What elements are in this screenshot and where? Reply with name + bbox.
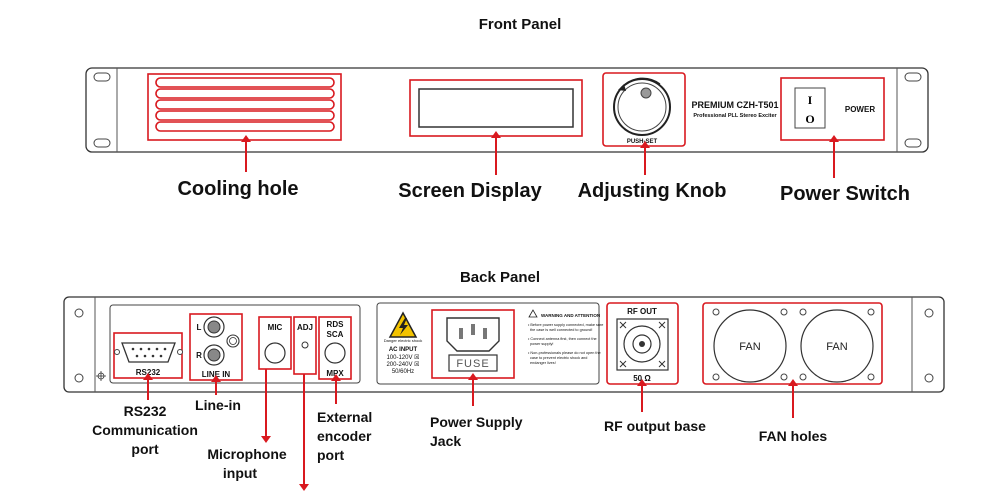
- sca-label: SCA: [327, 330, 344, 339]
- back-panel-title: Back Panel: [460, 269, 540, 286]
- fuse-holder: [448, 354, 498, 372]
- mic-highlight: [258, 316, 292, 370]
- warning-line: case to prevent electric shock and: [530, 356, 587, 360]
- power-supply-jack: FUSE: [431, 309, 515, 379]
- model-subtitle: Professional PLL Stereo Exciter: [693, 113, 777, 119]
- fan-holes: FAN FAN: [702, 302, 883, 385]
- callout-power-switch: Power Switch: [780, 183, 910, 205]
- fuse-label: FUSE: [456, 358, 489, 370]
- warning-line: • Before power supply connected, make su…: [528, 323, 603, 327]
- fan-screw-icon: [712, 308, 720, 316]
- warning-line: the case is well connected to ground!: [530, 328, 592, 332]
- warning-line: • Non-professionals please do not open t…: [528, 351, 601, 355]
- rack-hole-icon: [93, 138, 111, 148]
- callout-fan-holes: FAN holes: [759, 428, 828, 444]
- ac-line2: 200-240V ☒: [386, 361, 419, 368]
- callout-ext-line2: encoder: [317, 428, 372, 444]
- front-callout-arrows: [241, 131, 839, 178]
- knob-indicator-icon: [640, 87, 652, 99]
- fan-screw-icon: [712, 373, 720, 381]
- fan-1: FAN: [712, 308, 788, 383]
- rf-out-label: RF OUT: [627, 307, 657, 316]
- callout-line-in: Line-in: [195, 397, 241, 413]
- knob-label: PUSH-SET: [627, 139, 658, 145]
- callout-psu-line1: Power Supply: [430, 414, 523, 430]
- warning-title: WARNING AND ATTENTION: [541, 313, 600, 318]
- mic-port: MIC: [258, 316, 292, 370]
- rf-impedance-label: 50 Ω: [633, 374, 651, 383]
- front-panel: PUSH-SET PREMIUM CZH-T501 Professional P…: [85, 67, 929, 153]
- fan-screw-icon: [867, 373, 875, 381]
- rs232-port: RS232: [113, 332, 183, 379]
- callout-adjusting-knob: Adjusting Knob: [578, 180, 727, 202]
- fan-screw-icon: [799, 308, 807, 316]
- callout-rs232-line3: port: [131, 441, 159, 457]
- rds-label: RDS: [327, 320, 345, 329]
- power-switch: I O POWER: [780, 77, 885, 141]
- warning-line: endanger lives!: [530, 361, 556, 365]
- ac-line1: 100-120V ☒: [386, 354, 419, 361]
- ground-icon: [96, 371, 106, 381]
- fan-screw-icon: [799, 373, 807, 381]
- back-panel: RS232 L R LINE IN MIC ADJ: [63, 296, 945, 393]
- screw-icon: [924, 373, 934, 383]
- fan-screw-icon: [867, 308, 875, 316]
- rf-output-base: RF OUT 50 Ω: [606, 302, 679, 385]
- switch-off-symbol: O: [805, 112, 814, 126]
- line-in-label: LINE IN: [202, 370, 231, 379]
- danger-label: Danger electric shock: [384, 338, 422, 343]
- ac-freq: 50/60Hz: [392, 369, 414, 375]
- rs232-label: RS232: [136, 368, 161, 377]
- adjusting-knob: PUSH-SET: [602, 72, 686, 147]
- screw-icon: [74, 373, 84, 383]
- fan-2-label: FAN: [826, 341, 847, 353]
- mic-label: MIC: [268, 323, 283, 332]
- callout-mic-line2: input: [223, 465, 258, 481]
- rack-hole-icon: [904, 138, 922, 148]
- callout-ext-line3: port: [317, 447, 345, 463]
- callout-cooling-hole: Cooling hole: [177, 178, 298, 200]
- line-in-l-label: L: [197, 323, 202, 332]
- adj-label: ADJ: [297, 323, 313, 332]
- front-panel-title: Front Panel: [479, 16, 562, 33]
- callout-rs232-line1: RS232: [124, 403, 167, 419]
- callout-psu-line2: Jack: [430, 433, 461, 449]
- screw-icon: [74, 308, 84, 318]
- rack-hole-icon: [93, 72, 111, 82]
- callout-screen-display: Screen Display: [398, 180, 542, 202]
- warning-line: • Connect antenna first, then connect th…: [528, 337, 597, 341]
- back-callout-arrows: [143, 369, 798, 491]
- fan-screw-icon: [780, 308, 788, 316]
- fan-screw-icon: [780, 373, 788, 381]
- callout-ext-line1: External: [317, 409, 372, 425]
- line-in-r-label: R: [196, 351, 202, 360]
- fan-1-label: FAN: [739, 341, 760, 353]
- rack-hole-icon: [904, 72, 922, 82]
- warning-text-block: WARNING AND ATTENTION • Before power sup…: [528, 309, 603, 365]
- ac-input-label: AC INPUT: [389, 347, 418, 353]
- callout-rs232-line2: Communication: [92, 422, 198, 438]
- screen-display: [409, 79, 583, 137]
- switch-on-symbol: I: [808, 93, 813, 107]
- callout-mic-line1: Microphone: [207, 446, 287, 462]
- warning-line: power supply!: [530, 342, 553, 346]
- mpx-label: MPX: [326, 369, 344, 378]
- callout-rf-output: RF output base: [604, 418, 706, 434]
- power-label: POWER: [845, 105, 875, 114]
- screw-icon: [924, 308, 934, 318]
- fan-2: FAN: [799, 308, 875, 383]
- model-name: PREMIUM CZH-T501: [691, 100, 778, 110]
- line-in-port: L R LINE IN: [189, 313, 243, 381]
- lightning-warning-icon: [388, 311, 418, 338]
